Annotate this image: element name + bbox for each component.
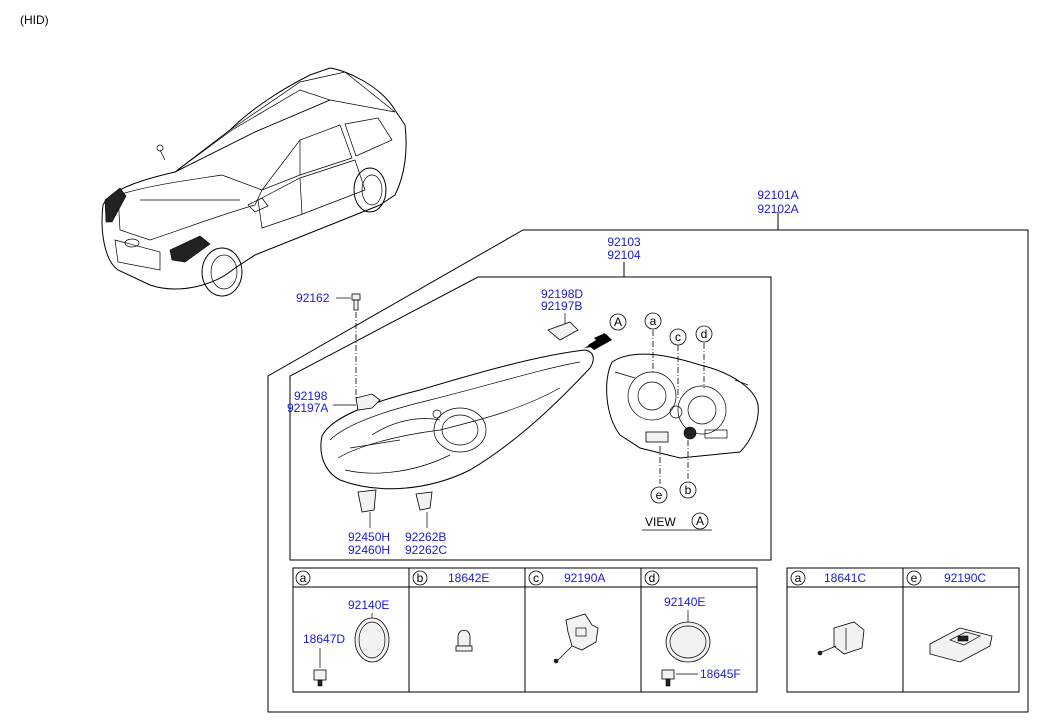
detail-cell-c: c 92190A	[528, 570, 605, 664]
detail-table: a 92140E 18647D b 18642E c 92190A	[292, 567, 758, 693]
callout-d: d	[701, 327, 708, 341]
detail-cell-letter: a	[300, 571, 307, 585]
part-number-92140E-d[interactable]: 92140E	[664, 595, 705, 609]
part-number-92197A[interactable]: 92197A	[287, 401, 328, 415]
part-number-92262C[interactable]: 92262C	[405, 543, 447, 557]
detail-right-cell-a: a 18641C	[790, 570, 866, 656]
part-number-92190A[interactable]: 92190A	[564, 571, 605, 585]
callout-c: c	[675, 330, 681, 344]
view-a-rear-illustration: a c d e b	[606, 312, 759, 504]
part-number-92103[interactable]: 92103	[607, 235, 641, 249]
part-number-92197B[interactable]: 92197B	[541, 299, 582, 313]
part-number-18642E[interactable]: 18642E	[448, 571, 489, 585]
detail-cell-d: d 92140E 18645F	[644, 570, 741, 687]
car-illustration	[101, 67, 407, 297]
detail-cell-a: a 92140E 18647D	[295, 570, 390, 687]
detail-cell-letter: c	[533, 571, 539, 585]
variant-label: (HID)	[20, 13, 49, 27]
detail-cell-b: b 18642E	[412, 570, 489, 652]
view-a-arrow: A	[584, 313, 627, 350]
detail-right-cell-e: e 92190C	[906, 570, 993, 663]
detail-table-right: a 18641C e 92190C	[786, 567, 1020, 693]
part-number-92450H[interactable]: 92450H	[348, 530, 390, 544]
headlamp-housing-frame: 92103 92104	[289, 235, 772, 561]
part-number-18647D[interactable]: 18647D	[303, 632, 345, 646]
detail-cell-letter: b	[417, 571, 424, 585]
screw-92162: 92162	[296, 291, 361, 398]
headlamp-assembly-frame: 92101A 92102A	[267, 188, 1029, 713]
view-arrow-marker: A	[614, 315, 622, 329]
bracket-92198: 92198 92197A	[287, 389, 381, 415]
view-caption-marker: A	[696, 514, 704, 528]
detail-cell-letter: d	[649, 571, 656, 585]
part-number-92262B[interactable]: 92262B	[405, 530, 446, 544]
headlamp-unit-illustration	[320, 349, 594, 490]
bracket-92198d: 92198D 92197B	[541, 287, 583, 341]
part-number-92198[interactable]: 92198	[294, 389, 328, 403]
bracket-92450h: 92450H 92460H	[348, 489, 390, 557]
bracket-92262b: 92262B 92262C	[405, 491, 447, 557]
part-number-92190C[interactable]: 92190C	[944, 571, 986, 585]
detail-cell-letter: a	[795, 571, 802, 585]
view-a-caption: VIEW A	[642, 512, 712, 531]
callout-b: b	[685, 483, 692, 497]
part-number-92104[interactable]: 92104	[607, 248, 641, 262]
part-number-92101A[interactable]: 92101A	[757, 188, 798, 202]
part-number-18641C[interactable]: 18641C	[824, 571, 866, 585]
view-caption-text: VIEW	[645, 515, 676, 529]
part-number-18645F[interactable]: 18645F	[700, 667, 741, 681]
part-number-92140E[interactable]: 92140E	[348, 598, 389, 612]
part-number-92460H[interactable]: 92460H	[348, 543, 390, 557]
part-number-92198D[interactable]: 92198D	[541, 287, 583, 301]
detail-cell-letter: e	[911, 571, 918, 585]
part-number-92162[interactable]: 92162	[296, 291, 330, 305]
part-number-92102A[interactable]: 92102A	[757, 202, 798, 216]
callout-a: a	[650, 314, 657, 328]
callout-e: e	[656, 488, 663, 502]
